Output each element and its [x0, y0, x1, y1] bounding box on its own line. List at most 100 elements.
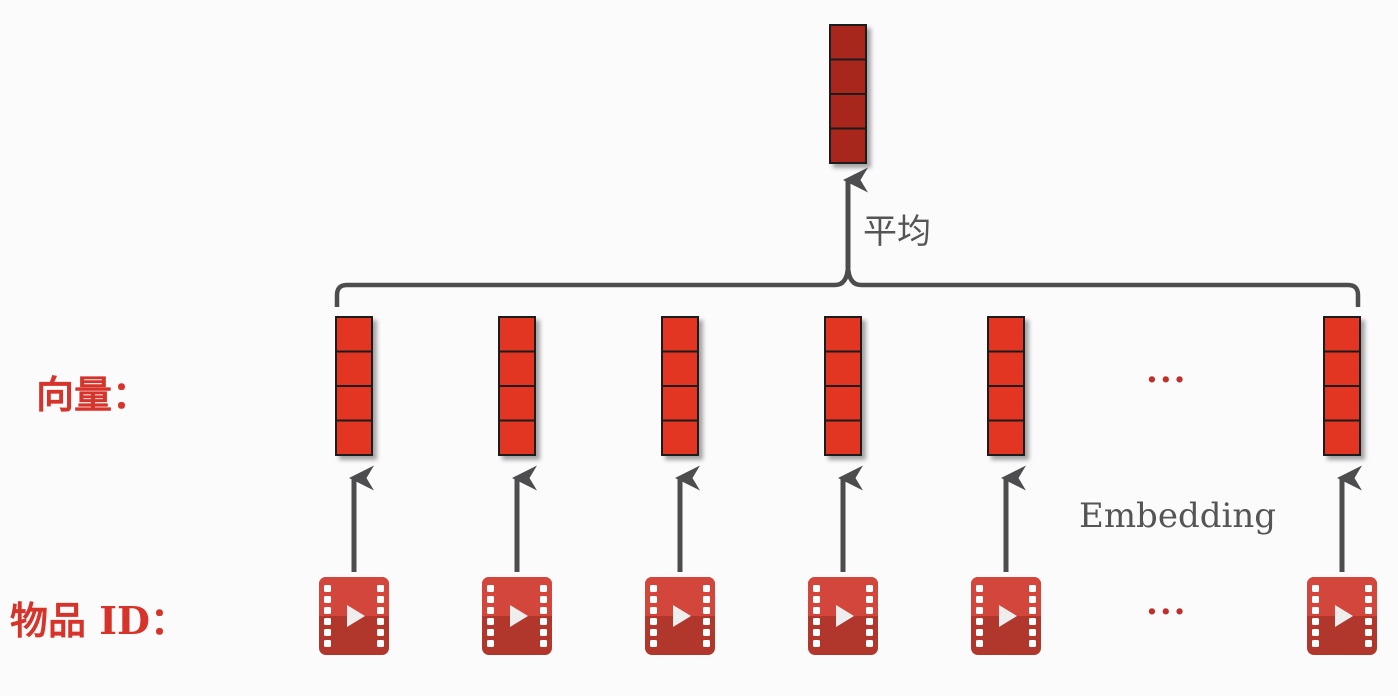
film-hole	[324, 629, 331, 636]
vector-cell	[661, 419, 699, 456]
film-hole	[487, 596, 494, 603]
film-hole	[813, 596, 820, 603]
film-hole	[866, 629, 873, 636]
vector-cell	[661, 350, 699, 387]
vector-cell	[824, 385, 862, 422]
vector-cell	[824, 419, 862, 456]
video-film-icon	[971, 577, 1041, 655]
vector-cell	[335, 316, 373, 353]
film-hole	[540, 585, 547, 592]
film-hole	[866, 585, 873, 592]
vector-cell	[498, 385, 536, 422]
film-hole	[1312, 607, 1319, 614]
average-label: 平均	[863, 212, 931, 252]
film-hole	[377, 607, 384, 614]
film-top	[645, 577, 715, 616]
film-hole	[487, 640, 494, 647]
film-hole	[703, 618, 710, 625]
video-film-icon	[808, 577, 878, 655]
film-hole	[976, 618, 983, 625]
film-hole	[866, 618, 873, 625]
film-hole	[1029, 607, 1036, 614]
film-hole	[650, 629, 657, 636]
film-hole	[1365, 585, 1372, 592]
film-hole	[540, 640, 547, 647]
vector-cell	[335, 350, 373, 387]
film-hole	[650, 640, 657, 647]
film-hole	[1029, 596, 1036, 603]
film-hole	[1312, 585, 1319, 592]
item-vector-5	[987, 316, 1025, 456]
film-hole	[324, 618, 331, 625]
film-hole	[976, 640, 983, 647]
vector-cell	[824, 316, 862, 353]
vector-cell	[829, 93, 867, 130]
film-hole	[703, 629, 710, 636]
vector-cell	[824, 350, 862, 387]
play-icon	[347, 605, 365, 627]
item-vector-4	[824, 316, 862, 456]
vector-cell	[829, 127, 867, 164]
film-hole	[1029, 629, 1036, 636]
film-hole	[1365, 607, 1372, 614]
video-film-icon	[319, 577, 389, 655]
item-vector-2	[498, 316, 536, 456]
film-hole	[377, 640, 384, 647]
item-vector-3	[661, 316, 699, 456]
film-hole	[377, 596, 384, 603]
average-bracket	[334, 266, 1361, 307]
film-hole	[1365, 629, 1372, 636]
film-top	[482, 577, 552, 616]
video-film-icon	[645, 577, 715, 655]
film-hole	[1029, 585, 1036, 592]
film-hole	[1312, 629, 1319, 636]
play-icon	[836, 605, 854, 627]
film-hole	[377, 618, 384, 625]
play-icon	[999, 605, 1017, 627]
vector-ellipsis: ···	[1146, 360, 1188, 400]
film-hole	[813, 585, 820, 592]
film-hole	[540, 607, 547, 614]
vector-cell	[987, 316, 1025, 353]
vector-cell	[335, 385, 373, 422]
film-hole	[324, 585, 331, 592]
film-hole	[1029, 618, 1036, 625]
vector-cell	[498, 316, 536, 353]
film-top	[971, 577, 1041, 616]
film-hole	[866, 596, 873, 603]
film-hole	[976, 585, 983, 592]
embedding-label: Embedding	[1079, 496, 1277, 536]
vector-cell	[829, 58, 867, 95]
vector-cell	[829, 24, 867, 61]
film-top	[319, 577, 389, 616]
film-top	[1307, 577, 1377, 616]
film-hole	[813, 618, 820, 625]
vector-cell	[498, 419, 536, 456]
film-hole	[650, 618, 657, 625]
film-hole	[813, 640, 820, 647]
vector-cell	[987, 419, 1025, 456]
film-top	[808, 577, 878, 616]
film-hole	[487, 585, 494, 592]
film-hole	[377, 585, 384, 592]
film-hole	[1312, 596, 1319, 603]
play-icon	[673, 605, 691, 627]
vector-cell	[1323, 419, 1361, 456]
vector-cell	[661, 316, 699, 353]
vector-cell	[661, 385, 699, 422]
film-hole	[703, 585, 710, 592]
vector-cell	[1323, 316, 1361, 353]
average-vector	[829, 24, 867, 164]
film-hole	[976, 596, 983, 603]
film-hole	[866, 640, 873, 647]
film-hole	[703, 607, 710, 614]
video-film-icon	[482, 577, 552, 655]
play-icon	[1335, 605, 1353, 627]
play-icon	[510, 605, 528, 627]
film-hole	[976, 629, 983, 636]
item-vector-6	[1323, 316, 1361, 456]
film-hole	[866, 607, 873, 614]
vector-label: 向量：	[36, 372, 151, 417]
film-hole	[1365, 596, 1372, 603]
